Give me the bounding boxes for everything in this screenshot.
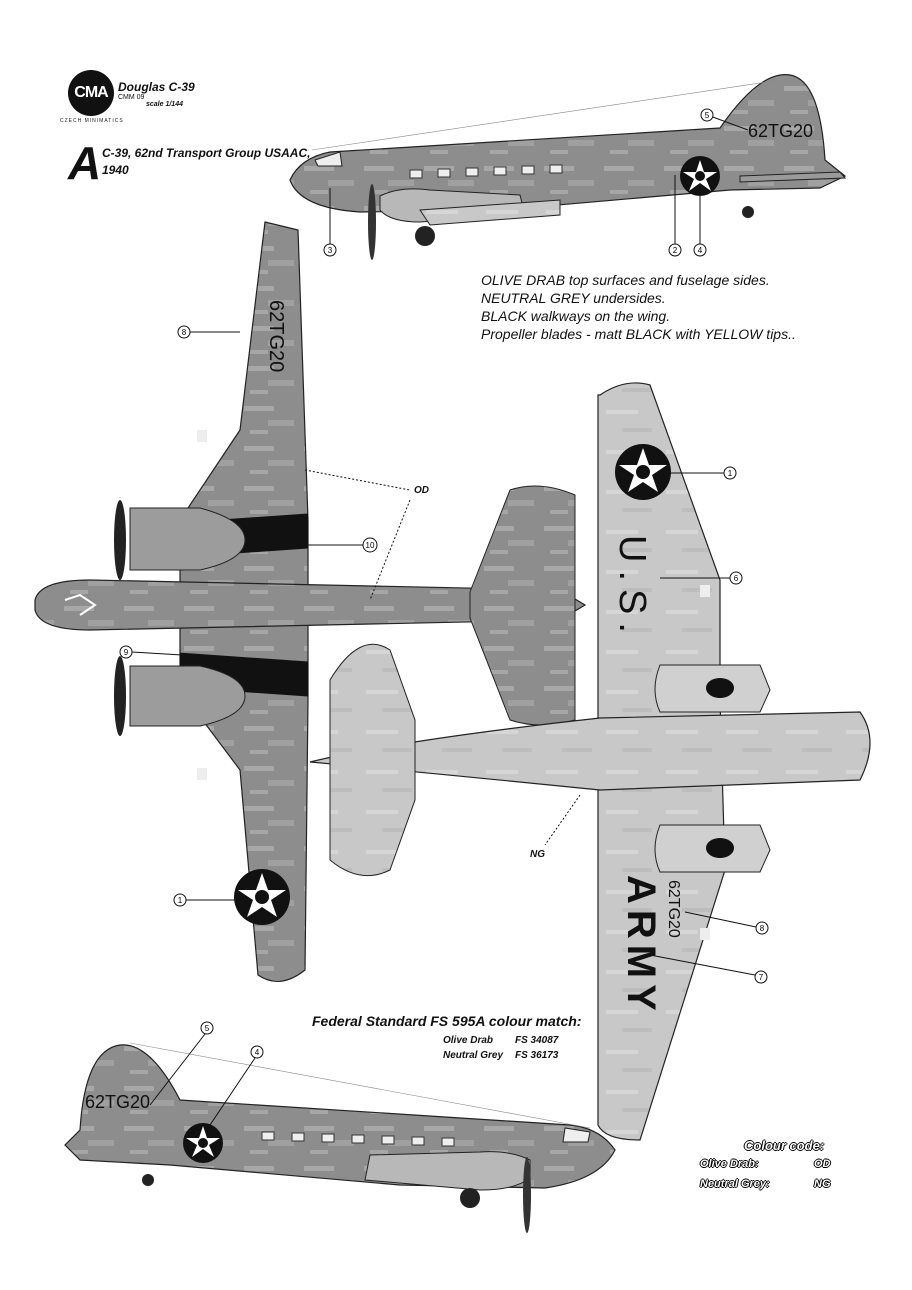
callout-4 <box>693 243 707 257</box>
callout-9 <box>119 645 133 659</box>
callout-2 <box>668 243 682 257</box>
svg-text:9: 9 <box>124 648 129 657</box>
od-leader-label: OD <box>414 485 429 496</box>
scale-label: scale 1/144 <box>146 101 183 108</box>
profile-caption-line2: 1940 <box>102 163 129 177</box>
svg-text:6: 6 <box>734 574 739 583</box>
nacelle-lower <box>129 665 246 727</box>
svg-text:8: 8 <box>760 924 765 933</box>
logo-subtext: CZECH MINIMATICS <box>60 118 124 124</box>
callout-4 <box>250 1045 264 1059</box>
cma-logo: CMA <box>68 70 114 116</box>
fs-match-title: Federal Standard FS 595A colour match: <box>312 1013 582 1029</box>
plan-view-top: 62TG20 <box>34 221 587 982</box>
svg-text:7: 7 <box>759 973 764 982</box>
callout-5 <box>700 108 714 122</box>
callout-6 <box>729 571 743 585</box>
wing-army-marking: ARMY <box>619 875 663 1017</box>
wing-us-marking: U.S. <box>611 535 653 641</box>
svg-text:5: 5 <box>705 111 710 120</box>
model-title: Douglas C-39 <box>118 80 195 94</box>
profile-caption-line1: C-39, 62nd Transport Group USAAC, <box>102 146 311 160</box>
insignia-roundel <box>234 869 290 925</box>
callouts: 5 2 4 3 8 10 9 1 1 6 8 7 <box>119 108 769 1126</box>
insignia-roundel <box>680 156 720 196</box>
fs-row-code: FS 34087 <box>515 1035 559 1046</box>
callout-10 <box>362 537 378 553</box>
wing-root <box>419 199 561 226</box>
tail-wheel <box>742 206 754 218</box>
svg-text:2: 2 <box>673 246 678 255</box>
svg-text:8: 8 <box>182 328 187 337</box>
svg-text:1: 1 <box>178 896 183 905</box>
cabin-windows <box>409 164 563 179</box>
side-profile-top: 62TG20 <box>289 74 847 260</box>
colour-code-name: Neutral Grey: <box>700 1178 770 1190</box>
colour-code-abbr: NG <box>814 1178 831 1190</box>
svg-text:1: 1 <box>728 469 733 478</box>
tailplane-upper <box>469 485 576 726</box>
tail-wheel <box>142 1174 154 1186</box>
cabin-windows <box>261 1131 455 1147</box>
tailplane <box>739 171 847 183</box>
svg-text:3: 3 <box>328 246 333 255</box>
main-wheel <box>460 1188 480 1208</box>
insignia-roundel <box>615 444 671 500</box>
svg-text:4: 4 <box>255 1048 260 1057</box>
cockpit-window <box>314 151 343 167</box>
wing-under-code: 62TG20 <box>665 880 682 938</box>
propeller <box>523 1157 531 1233</box>
callout-5 <box>200 1021 214 1035</box>
colour-code-abbr: OD <box>814 1158 831 1170</box>
callout-1 <box>173 893 187 907</box>
callout-8 <box>177 325 191 339</box>
profile-letter: A <box>68 137 102 189</box>
callout-7 <box>754 970 768 984</box>
model-code: CMM 09 <box>118 94 145 101</box>
side-profile-bottom: 62TG20 <box>64 1042 616 1233</box>
fuselage <box>64 1044 616 1189</box>
svg-text:10: 10 <box>366 541 375 550</box>
engine-nacelle <box>364 1151 531 1191</box>
propeller <box>368 184 376 260</box>
colour-code-title: Colour code: <box>744 1138 825 1153</box>
main-wheel <box>415 226 435 246</box>
ng-leader-label: NG <box>530 849 545 860</box>
nacelle-upper <box>129 507 246 571</box>
note-line-2: NEUTRAL GREY undersides. <box>481 290 666 306</box>
tail-code: 62TG20 <box>85 1092 150 1112</box>
note-line-3: BLACK walkways on the wing. <box>481 308 671 324</box>
callout-8 <box>755 921 769 935</box>
fs-row-name: Olive Drab <box>443 1035 494 1046</box>
plan-view-underside: U.S. ARMY 62TG20 <box>309 382 871 1141</box>
propeller <box>114 500 126 580</box>
insignia-roundel <box>183 1123 223 1163</box>
colour-code-name: Olive Drab: <box>700 1158 759 1170</box>
svg-text:4: 4 <box>698 246 703 255</box>
callout-3 <box>323 243 337 257</box>
tail-code: 62TG20 <box>748 121 813 141</box>
tailplane-under <box>329 643 416 877</box>
note-line-4: Propeller blades - matt BLACK with YELLO… <box>481 326 796 342</box>
fs-row-name: Neutral Grey <box>443 1050 504 1061</box>
fs-row-code: FS 36173 <box>515 1050 559 1061</box>
callout-1 <box>723 466 737 480</box>
note-line-1: OLIVE DRAB top surfaces and fuselage sid… <box>481 272 770 288</box>
wing-code: 62TG20 <box>265 300 287 372</box>
propeller <box>114 656 126 736</box>
svg-text:5: 5 <box>205 1024 210 1033</box>
